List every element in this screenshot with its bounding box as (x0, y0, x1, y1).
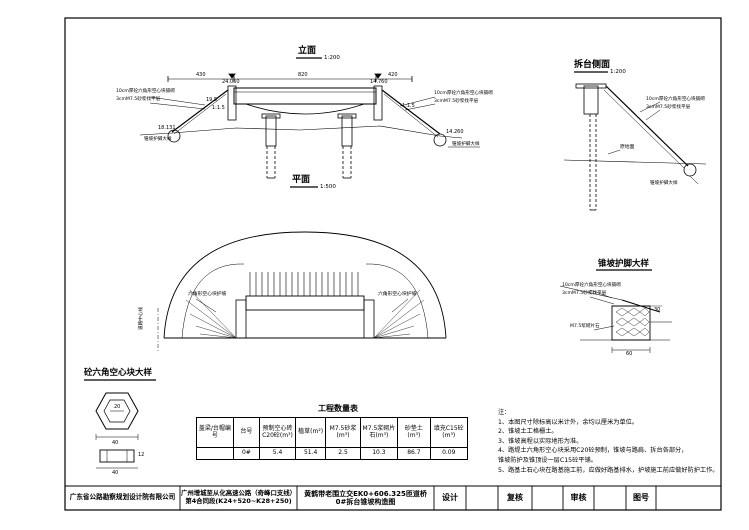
elev-left-toe: 18.131 (158, 125, 176, 131)
notes-title: 注： (498, 409, 511, 416)
drawing-no-label: 图号 (633, 493, 649, 503)
qty-header-7: 填充C15砼(m³) (429, 417, 469, 448)
sheet-border (64, 17, 722, 511)
elev-left-upper-note: 10cm厚砼六角形空心块铺砌 (116, 89, 175, 94)
slope-ratio-right: 1:1.5 (402, 103, 415, 109)
project-line-2: 第4合同段(K24+520~K28+250) (185, 497, 292, 505)
project-name: 广州增城至从化高速公路（奇峰口支线） 第4合同段(K24+520~K28+250… (180, 486, 297, 510)
hex-outer-dim: 40 (112, 440, 119, 446)
note-5: 5、路基土石心块在路基施工前，应做好路基排水，护坡施工前应做好防护工作。 (498, 466, 719, 474)
qty-header-6: 砂垫土(m³) (397, 417, 431, 448)
elev-left-foot-note: 锥坡护脚大样 (144, 137, 172, 142)
qty-header-4: M7.5砂浆(m³) (325, 417, 361, 448)
note-4: 4、路堤土六角形空心块采用C20砼预制，锥坡与路肩、拆台各部分， (498, 447, 688, 455)
hex-section-dim: 40 (112, 470, 119, 476)
elev-right-foot-note: 锥坡护脚大样 (452, 142, 480, 147)
bank-height: 19.5 (206, 97, 218, 103)
drawing-line-1: 黄鹤带老围立交EK0+606.325匝道桥 (304, 489, 427, 498)
elev-right-top: 14.760 (370, 79, 388, 85)
detail-dim-w2: 60 (626, 351, 633, 357)
dim-left-span: 430 (196, 72, 206, 78)
note-3: 3、锥坡高程以实际地形为准。 (498, 437, 583, 445)
hex-title: 砼六角空心块大样 (84, 368, 153, 378)
elev-right-lower-note: 3cmM7.5砂浆找平层 (434, 99, 479, 104)
qty-header-0: 盖梁/台帽编号 (196, 417, 234, 448)
title-block (65, 485, 721, 510)
elev-left-top: 24.060 (222, 79, 240, 85)
project-line-1: 广州增城至从化高速公路（奇峰口支线） (180, 489, 297, 498)
elev-left-lower-note: 3cmM7.5砂浆找平层 (116, 97, 161, 102)
detail-dim-w1: 30 (654, 307, 661, 313)
quantity-table-title: 工程数量表 (318, 404, 358, 413)
elevation-title: 立面 (298, 46, 317, 56)
plan-right-note: 六角形空心块护坡 (378, 292, 417, 297)
detail-lower-note: 3cmM7.5砂浆找平层 (562, 291, 607, 296)
notes-block: 注： 1、本图尺寸除标高以米计外，余均以厘米为单位。 2、锥坡土工格栅土。 3、… (498, 408, 719, 475)
elev-right-toe: 14.260 (446, 129, 464, 135)
note-1: 1、本图尺寸除标高以米计外，余均以厘米为单位。 (498, 418, 639, 426)
toe-detail (559, 269, 672, 353)
side-ground-note: 原地面 (620, 145, 635, 150)
drawing-name: 黄鹤带老围立交EK0+606.325匝道桥 0#拆台锥坡构造图 (297, 486, 434, 510)
qty-header-5: M7.5浆砌片石(m³) (359, 417, 399, 448)
qty-cell-2: 5.4 (259, 447, 296, 460)
side-scale: 1:200 (610, 69, 626, 75)
elevation-scale: 1:200 (324, 55, 340, 61)
plan-view (157, 186, 447, 352)
dim-total-span: 820 (298, 72, 308, 78)
qty-cell-1: 0# (232, 447, 261, 460)
qty-cell-6: 86.7 (397, 447, 431, 460)
hex-depth-dim: 12 (138, 452, 145, 458)
detail-title: 锥坡护脚大样 (598, 259, 650, 269)
qty-header-2: 预制空心砖C20砼(m³) (259, 417, 296, 448)
elev-right-upper-note: 10cm厚砼六角形空心块铺砌 (434, 91, 493, 96)
drawing-line-2: 0#拆台锥坡构造图 (335, 498, 396, 506)
side-view (563, 71, 707, 211)
plan-title: 平面 (292, 175, 311, 185)
elevation-view (139, 57, 480, 179)
side-upper-note: 10cm厚砼六角形空心块铺砌 (646, 97, 705, 102)
hex-inner-dim: 20 (114, 404, 121, 410)
plan-left-note: 六角形空心块护坡 (188, 292, 227, 297)
note-4b: 锥坡防护及锥顶设一层C15砼平铺。 (498, 457, 597, 465)
qty-header-3: 植草(m²) (294, 417, 327, 448)
side-foot-note: 锥坡护脚大样 (650, 181, 678, 186)
quantity-table: 盖梁/台帽编号 台号 预制空心砖C20砼(m³) 植草(m²) M7.5砂浆(m… (196, 417, 469, 460)
detail-base-note: M7.5浆砌片石 (570, 324, 600, 329)
design-label: 设计 (442, 493, 458, 503)
qty-cell-0 (196, 447, 234, 460)
dim-right-span: 420 (388, 72, 398, 78)
plan-scale: 1:500 (320, 184, 336, 190)
qty-header-1: 台号 (232, 417, 261, 448)
hex-detail (84, 379, 156, 469)
side-lower-note: 3cmM7.5砂浆找平层 (646, 105, 691, 110)
qty-cell-4: 2.5 (325, 447, 361, 460)
qty-cell-3: 51.4 (294, 447, 327, 460)
qty-cell-7: 0.09 (429, 447, 469, 460)
detail-upper-note: 10cm厚砼六角形空心块铺砌 (562, 283, 621, 288)
note-2: 2、锥坡土工格栅土。 (498, 428, 558, 436)
qty-cell-5: 10.3 (359, 447, 399, 460)
side-title: 拆台侧面 (574, 60, 611, 70)
review-label: 复核 (507, 493, 523, 503)
approve-label: 审核 (570, 493, 587, 503)
plan-axis-note: 道路中心线 (139, 307, 144, 330)
slope-ratio-left: 1:1.5 (212, 105, 225, 111)
company-name: 广东省公路勘察规划设计院有限公司 (69, 493, 176, 502)
